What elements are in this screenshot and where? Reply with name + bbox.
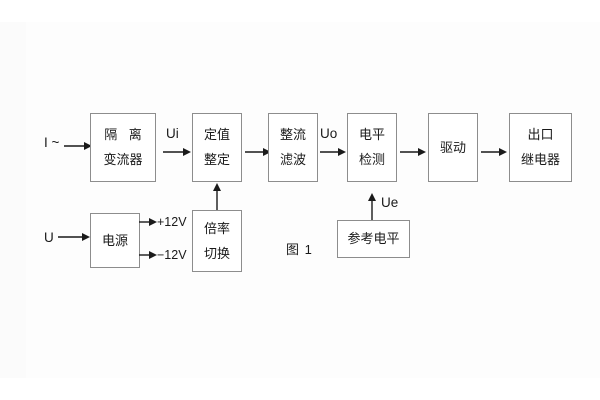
arrow-power-supply-negative-rail <box>139 251 157 259</box>
arrow-setting-to-rectify-filter <box>245 148 271 156</box>
block-output-relay-line1: 出口 <box>527 127 554 143</box>
block-driver: 驱动 <box>428 113 478 182</box>
block-ratio-switch-line1: 倍率 <box>203 220 230 236</box>
block-setting-line2: 整定 <box>203 152 230 167</box>
figure-caption: 图 1 <box>286 242 313 257</box>
block-level-detection: 电平 检测 <box>347 113 397 182</box>
block-reference-level: 参考电平 <box>337 220 410 258</box>
block-level-detect-line2: 检测 <box>358 152 385 167</box>
rail-label-negative-12v: −12V <box>157 248 187 262</box>
arrow-input-voltage-to-power-supply <box>58 233 90 241</box>
signal-label-ui: Ui <box>166 126 179 141</box>
block-setting-adjustment: 定值 整定 <box>192 113 242 182</box>
arrow-ratio-switch-to-setting <box>213 183 221 210</box>
block-reference-level-line1: 参考电平 <box>347 231 400 247</box>
block-driver-line1: 驱动 <box>439 139 466 155</box>
figure-backdrop <box>0 22 600 378</box>
arrow-driver-to-output-relay <box>481 148 507 156</box>
block-setting-line1: 定值 <box>203 127 230 143</box>
block-power-supply: 电源 <box>90 213 140 268</box>
block-output-relay: 出口 继电器 <box>509 113 572 182</box>
block-isolation-ct-line1: 隔 离 <box>104 127 146 143</box>
block-ratio-switch-line2: 切换 <box>203 245 230 261</box>
block-rectify-filter: 整流 滤波 <box>268 113 318 182</box>
block-isolation-current-transformer: 隔 离 变流器 <box>90 113 156 182</box>
block-level-detect-line1: 电平 <box>358 127 385 143</box>
block-rectify-filter-line1: 整流 <box>279 127 306 143</box>
arrow-level-detect-to-driver <box>400 148 426 156</box>
arrow-power-supply-positive-rail <box>139 218 157 226</box>
signal-label-ue: Ue <box>381 195 399 210</box>
block-ratio-switch: 倍率 切换 <box>192 210 242 272</box>
arrow-input-current-to-isolation-ct <box>64 142 92 150</box>
figure-backdrop-left-gutter <box>0 22 26 378</box>
rail-label-positive-12v: +12V <box>157 215 187 229</box>
block-isolation-ct-line2: 变流器 <box>103 152 143 167</box>
arrow-isolation-ct-to-setting <box>163 148 191 156</box>
block-output-relay-line2: 继电器 <box>520 152 560 167</box>
block-power-supply-line1: 电源 <box>101 232 128 248</box>
input-current-label: I ~ <box>44 135 60 150</box>
arrow-reference-level-to-level-detect <box>368 193 376 220</box>
arrow-rectify-filter-to-level-detect <box>320 148 346 156</box>
block-rectify-filter-line2: 滤波 <box>279 152 306 167</box>
signal-label-uo: Uo <box>320 126 338 141</box>
input-voltage-label: U <box>44 230 54 245</box>
